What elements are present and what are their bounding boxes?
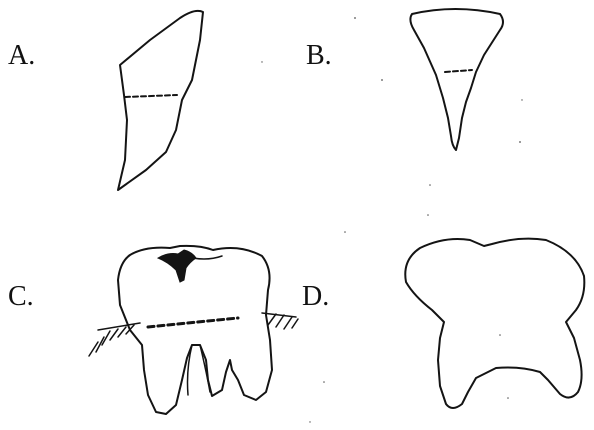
tooth-a-outline [118,11,203,190]
scan-specks [261,17,522,423]
tooth-b-outline [410,9,503,150]
tooth-a-cej-line [125,95,177,97]
tooth-c-furcation-right [200,345,210,392]
tooth-d-outline [405,239,584,408]
tooth-c-decay-mark [158,250,196,282]
tooth-d [405,239,584,408]
tooth-b-cej-line [445,70,472,72]
tooth-c-bone-left [89,323,140,356]
tooth-c [89,246,298,414]
label-b: B. [306,42,332,70]
label-a: A. [8,42,35,70]
tooth-a [118,11,203,190]
label-c: C. [8,283,34,311]
label-d: D. [302,283,329,311]
tooth-c-outline [118,246,272,414]
tooth-b [410,9,503,150]
tooth-c-cej-line [148,318,238,327]
